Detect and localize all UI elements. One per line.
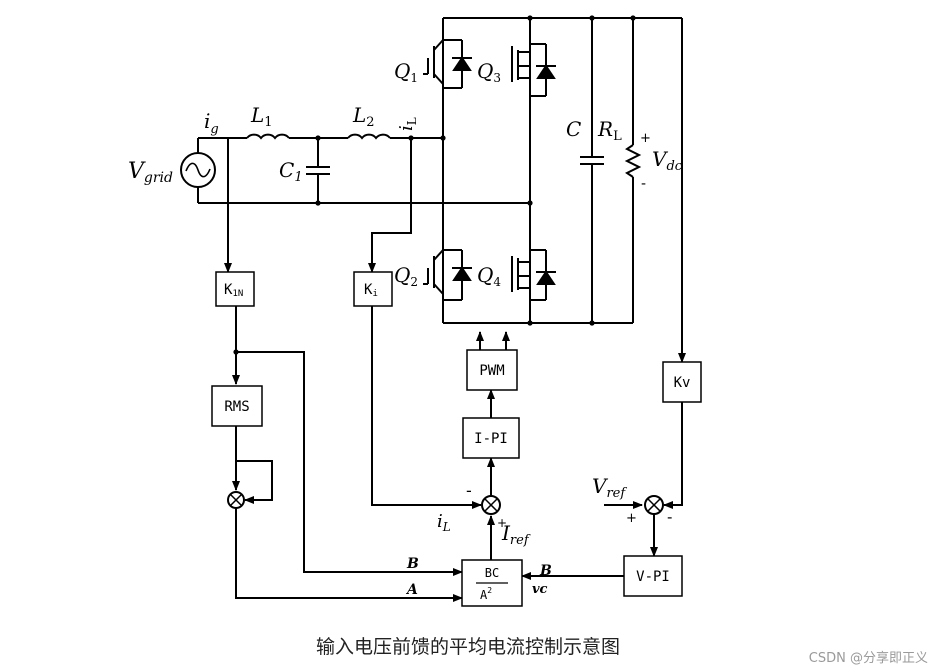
rl-label: RL bbox=[597, 117, 622, 144]
divider-denominator: A2 bbox=[480, 586, 492, 602]
q1-label: Q1 bbox=[394, 59, 418, 85]
sine-wave-icon bbox=[185, 162, 211, 178]
l1-label: L1 bbox=[250, 103, 273, 130]
ig-label: ig bbox=[204, 109, 219, 137]
vpi-block bbox=[623, 555, 683, 597]
vc-label: vc bbox=[532, 582, 548, 597]
k1n-label: K1N bbox=[224, 282, 243, 299]
rms-label: RMS bbox=[224, 399, 249, 415]
vref-label: Vref bbox=[592, 474, 627, 501]
k1n-block bbox=[215, 271, 255, 307]
b-line-arrow bbox=[236, 351, 463, 576]
igbt-q1-icon bbox=[423, 39, 472, 89]
vpi-label: V-PI bbox=[636, 569, 670, 585]
ki-block bbox=[353, 271, 393, 307]
vgrid-label: Vgrid bbox=[128, 159, 173, 186]
c1-label: C1 bbox=[279, 158, 303, 185]
plus-sign-top: + bbox=[640, 131, 651, 146]
q2-label: Q2 bbox=[394, 263, 418, 289]
divider-numerator: BC bbox=[485, 566, 499, 580]
b-right-label: B bbox=[539, 563, 552, 579]
iref-plus-sign: + bbox=[497, 516, 507, 530]
watermark: CSDN @分享即正义 bbox=[808, 651, 928, 666]
il-bottom-label: iL bbox=[437, 511, 451, 534]
l2-label: L2 bbox=[352, 103, 375, 130]
pwm-label: PWM bbox=[479, 363, 504, 379]
iref-label: Iref bbox=[501, 521, 531, 548]
resistor-rl-icon bbox=[624, 144, 642, 178]
a-line-arrow bbox=[235, 508, 463, 602]
vdc-label: Vdc bbox=[652, 147, 683, 174]
igbt-q2-icon bbox=[423, 249, 472, 301]
pwm-block bbox=[466, 349, 518, 391]
junction-dots bbox=[233, 15, 636, 355]
rms-block bbox=[211, 385, 263, 427]
inductor-l2-icon bbox=[347, 133, 391, 140]
ipi-label: I-PI bbox=[474, 431, 508, 447]
ipi-block bbox=[462, 417, 520, 459]
ki-feedback-arrow bbox=[371, 306, 482, 509]
il-sense-arrow bbox=[368, 138, 412, 273]
vref-minus-sign: - bbox=[667, 508, 672, 526]
il-top-label: iL bbox=[396, 117, 419, 131]
a-left-label: A bbox=[405, 582, 418, 598]
b-left-label: B bbox=[406, 556, 419, 572]
q3-label: Q3 bbox=[477, 59, 501, 85]
kv-label: Kv bbox=[674, 375, 691, 391]
c-label: C bbox=[566, 117, 581, 141]
figure-caption: 输入电压前馈的平均电流控制示意图 bbox=[315, 636, 620, 658]
vref-plus-sign: + bbox=[626, 511, 637, 526]
q4-label: Q4 bbox=[477, 263, 501, 289]
mosfet-q4-icon bbox=[511, 249, 556, 301]
il-minus-sign: - bbox=[466, 481, 472, 500]
mosfet-q3-icon bbox=[511, 43, 556, 97]
kv-block bbox=[662, 361, 702, 403]
circuit-diagram: K1N Ki RMS PWM I-PI Kv V-PI BC A2 Vgrid … bbox=[128, 15, 702, 607]
kv-to-sum-arrow bbox=[663, 402, 683, 509]
minus-sign-bottom: - bbox=[641, 176, 646, 192]
inductor-l1-icon bbox=[246, 133, 290, 140]
square-loop-arrow bbox=[236, 460, 273, 504]
ki-label: Ki bbox=[364, 282, 378, 299]
